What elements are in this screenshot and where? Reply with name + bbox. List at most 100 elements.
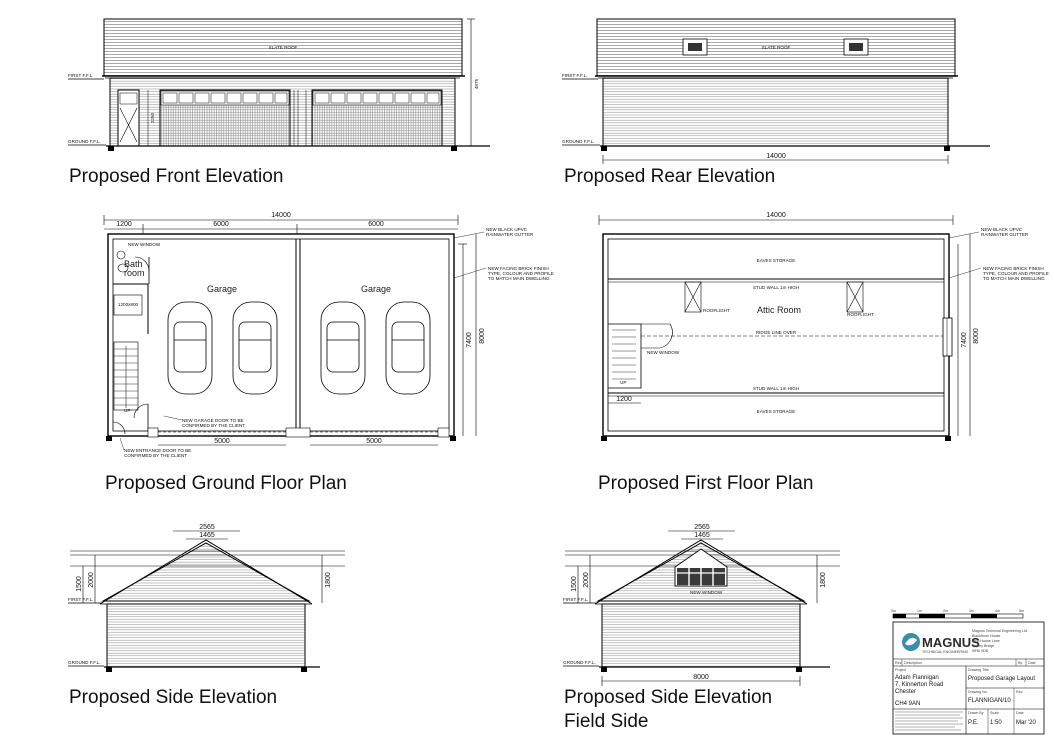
ground-car-4 <box>385 301 431 395</box>
ground-stairs <box>113 341 139 411</box>
field-dim-8000: 8000 <box>693 674 709 681</box>
first-dim-width: 14000 <box>766 212 786 219</box>
project-1: 7, Kinnerton Road <box>895 682 943 688</box>
caption-ground: Proposed Ground Floor Plan <box>105 473 347 494</box>
company-sub: TECHNICAL ENGINEERING <box>922 650 969 654</box>
first-dim-7400: 7400 <box>961 332 968 348</box>
field-dim-1800: 1800 <box>820 572 827 588</box>
front-elevation: SLATE ROOF FIRST F.F.L. GROUND F.F.L. 48… <box>68 18 490 187</box>
rev-label: Rev. <box>1016 690 1023 694</box>
ground-dim-8000: 8000 <box>479 328 486 344</box>
rev-h1: Description <box>904 661 922 665</box>
front-roof-label: SLATE ROOF <box>269 45 298 50</box>
first-velux-left: ROOFLIGHT <box>703 308 730 313</box>
caption-first: Proposed First Floor Plan <box>598 473 813 494</box>
ground-dim-5000b: 5000 <box>366 438 382 445</box>
side-dim-1800: 1800 <box>325 572 332 588</box>
rev-h3: Date <box>1028 661 1036 665</box>
drawn-label: Drawn By <box>968 711 984 715</box>
field-gable-window <box>674 548 728 587</box>
rear-roof <box>596 18 956 77</box>
ground-car-1 <box>167 301 213 395</box>
ground-bath-label: Bath <box>124 259 143 269</box>
front-dim-height: 4875 <box>474 78 479 89</box>
first-velux-right: ROOFLIGHT <box>847 312 874 317</box>
ground-note-garage-2: CONFIRMED BY THE CLIENT <box>182 423 245 428</box>
ground-note-garage-1: NEW GARAGE DOOR TO BE <box>182 418 244 423</box>
address-4: WN6 9DB <box>972 649 989 653</box>
rear-roof-label: SLATE ROOF <box>762 45 791 50</box>
first-dim-1200: 1200 <box>616 396 632 403</box>
rear-elevation: SLATE ROOF FIRST F.F.L. GROUND F.F.L. 14… <box>562 18 990 187</box>
rear-dim-width: 14000 <box>766 153 786 160</box>
rear-first-ffl: FIRST F.F.L. <box>562 73 587 78</box>
first-dim-8000: 8000 <box>973 328 980 344</box>
address-2: Stud House Lane <box>972 639 1000 643</box>
ground-note-facing-3: TO MATCH MAIN DWELLING <box>488 276 550 281</box>
ground-garage-right: Garage <box>361 284 391 294</box>
first-rooflight-right <box>846 281 864 313</box>
scale-5: 5m <box>1019 609 1024 613</box>
ground-note-entrance-2: CONFIRMED BY THE CLIENT <box>124 453 187 458</box>
company-logo-icon <box>902 633 920 651</box>
title-block: 0m 1m 2m 3m 4m 5m MAGNUS TECHNICAL ENGIN… <box>891 609 1045 735</box>
caption-rear: Proposed Rear Elevation <box>564 166 775 187</box>
field-first-ffl: FIRST F.F.L. <box>563 597 588 602</box>
scale-1: 1m <box>917 609 922 613</box>
front-entrance-door <box>117 89 140 147</box>
date: Mar '20 <box>1016 720 1036 726</box>
first-outer-wall <box>602 233 950 437</box>
caption-side: Proposed Side Elevation <box>69 687 277 708</box>
project-label: Project <box>895 668 906 672</box>
date-label: Date <box>1016 711 1024 715</box>
ground-floor-plan: 14000 1200 6000 6000 1200x800 Bath room … <box>103 212 554 494</box>
ground-shower <box>113 294 143 316</box>
ground-dim-5000a: 5000 <box>214 438 230 445</box>
ground-up-label: UP <box>124 408 130 413</box>
ground-note-gutter-2: RAINWATER GUTTER <box>486 232 534 237</box>
first-note-gutter-1: NEW BLACK UPVC <box>981 227 1023 232</box>
ground-car-3 <box>320 301 366 395</box>
scale-label: Scale <box>990 711 999 715</box>
ground-note-entrance-1: NEW ENTRANCE DOOR TO BE <box>124 448 191 453</box>
drawing-no-label: Drawing No. <box>968 690 988 694</box>
ground-shower-label: 1200x800 <box>118 302 139 307</box>
side-ground-ffl: GROUND F.F.L. <box>68 660 101 665</box>
rear-ground-ffl: GROUND F.F.L. <box>562 139 595 144</box>
ground-note-gutter-1: NEW BLACK UPVC <box>486 227 528 232</box>
first-rooflight-left <box>684 281 702 313</box>
side-dim-1465: 1465 <box>199 532 215 539</box>
caption-field-2: Field Side <box>564 711 649 732</box>
scale: 1:50 <box>990 720 1002 726</box>
first-note-facing-2: TYPE, COLOUR AND PROFILE <box>983 271 1049 276</box>
ground-dim-7400: 7400 <box>466 332 473 348</box>
scale-bar: 0m 1m 2m 3m 4m 5m <box>891 609 1024 619</box>
front-dim-door: 2250 <box>150 112 155 123</box>
drawn: P.E. <box>968 720 979 726</box>
ground-dim-6000a: 6000 <box>213 221 229 228</box>
side-elevation: FIRST F.F.L. GROUND F.F.L. 2565 1465 150… <box>68 524 345 708</box>
scale-2: 2m <box>943 609 948 613</box>
address-0: Magnus Technical Engineering Ltd. <box>972 629 1028 633</box>
ground-note-facing-2: TYPE, COLOUR AND PROFILE <box>488 271 554 276</box>
first-note-gutter-2: RAINWATER GUTTER <box>981 232 1029 237</box>
field-dim-2000: 2000 <box>583 572 590 588</box>
ground-room-label: room <box>124 268 145 278</box>
front-first-ffl: FIRST F.F.L. <box>68 73 93 78</box>
project-2: Chester <box>895 689 916 695</box>
front-ground-ffl: GROUND F.F.L. <box>68 139 101 144</box>
rear-wall <box>602 77 949 147</box>
side-dim-1500: 1500 <box>76 576 83 592</box>
first-floor-plan: 14000 EAVES STORAGE STUD WALL 1m HIGH At… <box>598 212 1049 494</box>
caption-field-1: Proposed Side Elevation <box>564 687 772 708</box>
rev-h0: Rev. <box>895 661 902 665</box>
side-elevation-field: NEW WINDOW FIRST F.F.L. GROUND F.F.L. 25… <box>563 524 840 732</box>
ground-note-facing-1: NEW FACING BRICK FINISH <box>488 266 549 271</box>
first-eaves-top: EAVES STORAGE <box>757 258 796 263</box>
field-dim-1500: 1500 <box>571 576 578 592</box>
company-name: MAGNUS <box>922 635 980 650</box>
caption-front: Proposed Front Elevation <box>69 166 283 187</box>
scale-0: 0m <box>891 609 896 613</box>
first-stud-bottom: STUD WALL 1m HIGH <box>753 386 799 391</box>
